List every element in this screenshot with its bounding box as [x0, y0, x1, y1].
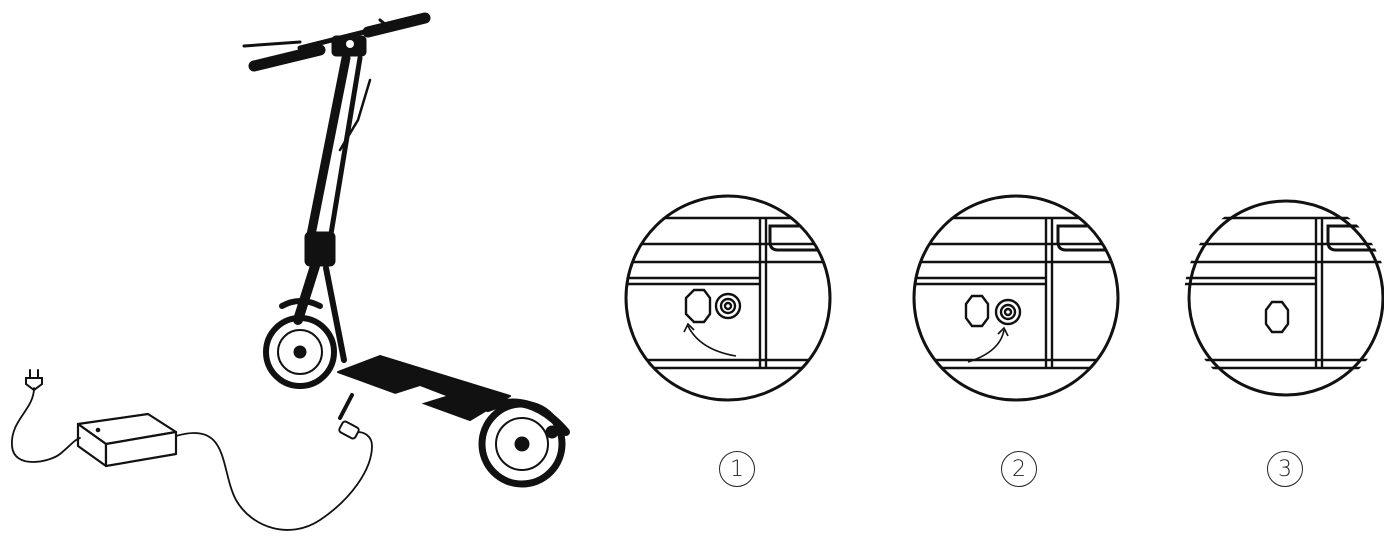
plug-icon	[25, 369, 43, 392]
dc-connector-icon	[338, 420, 360, 440]
step-3-label: 3	[1267, 451, 1303, 487]
step-2-label: 2	[1001, 451, 1037, 487]
port-detail-icon	[912, 194, 1120, 402]
charger-icon	[76, 412, 178, 468]
scooter-icon	[242, 12, 570, 488]
port-detail-icon	[1184, 199, 1384, 397]
port-detail-icon	[624, 194, 832, 402]
step-1-label: 1	[719, 451, 755, 487]
charging-cable	[11, 387, 373, 531]
